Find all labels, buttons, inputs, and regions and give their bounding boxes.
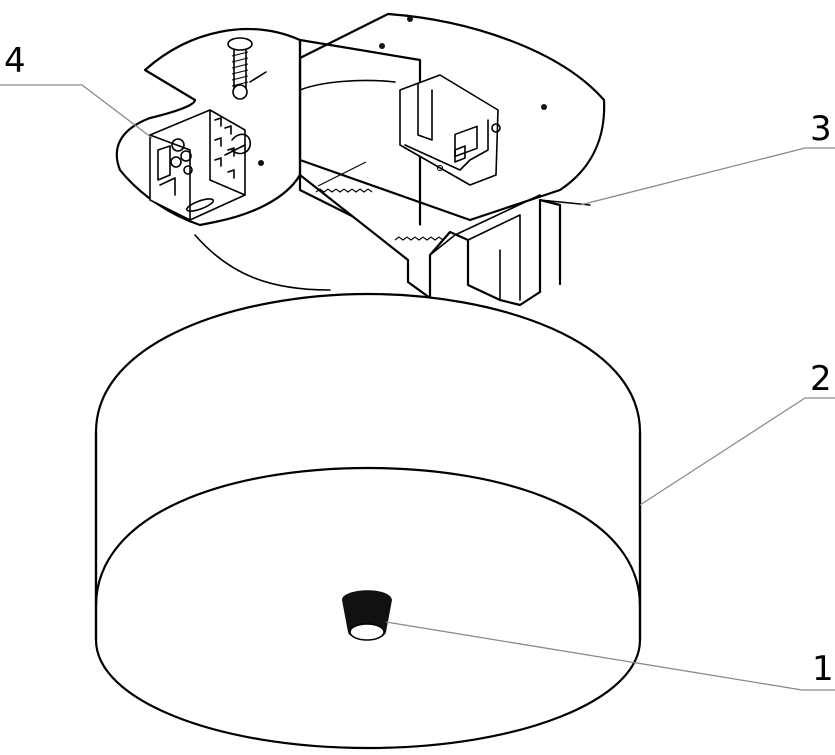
latch-clip (399, 74, 501, 186)
leader-line-1 (385, 621, 835, 691)
cylindrical-housing (94, 292, 642, 750)
screw (227, 37, 267, 100)
callout-1: 1 (385, 621, 835, 691)
callout-label-1: 1 (812, 649, 834, 689)
bracket-channel (298, 161, 591, 307)
callout-2: 2 (639, 359, 835, 506)
leader-line-4 (0, 84, 153, 139)
callout-label-4: 4 (4, 41, 26, 81)
callout-4: 4 (0, 41, 153, 139)
leader-line-3 (579, 147, 835, 206)
terminal-block (149, 109, 251, 221)
leader-line-2 (639, 397, 835, 506)
callout-label-2: 2 (810, 359, 832, 399)
knob (342, 590, 392, 641)
callout-3: 3 (579, 109, 835, 206)
callout-label-3: 3 (810, 109, 832, 149)
